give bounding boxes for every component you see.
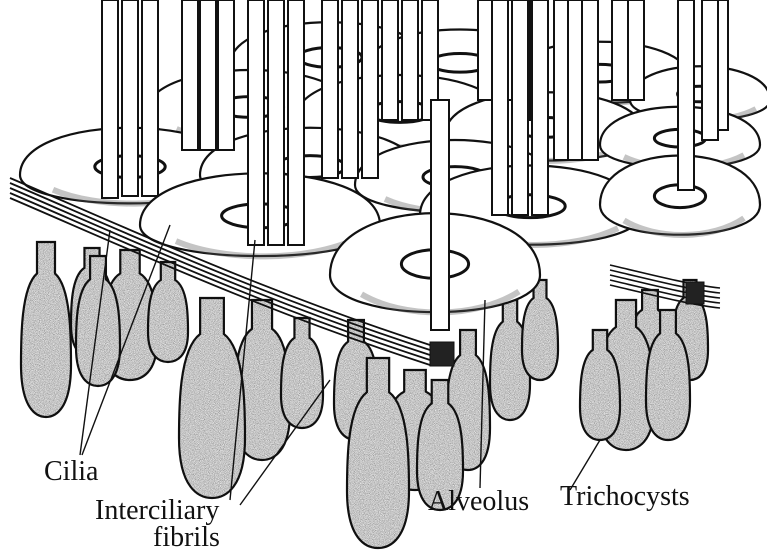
cilium-shaft: [702, 0, 718, 140]
cilium-shaft: [678, 0, 694, 190]
trichocyst-front-a: [21, 242, 71, 417]
cilium-11: [362, 0, 378, 178]
cilium-shaft: [200, 0, 216, 150]
cilium-5: [218, 0, 234, 150]
cilium-3: [182, 0, 198, 150]
cilium-shaft: [582, 0, 598, 160]
cilium-shaft: [532, 0, 548, 215]
cilium-shaft: [612, 0, 628, 100]
cilium-8: [288, 0, 304, 245]
cilium-shaft: [288, 0, 304, 245]
trichocyst-stipple: [281, 318, 323, 428]
cilium-30: [431, 100, 449, 330]
label-fibrils: fibrils: [153, 524, 220, 550]
cilium-shaft: [382, 0, 398, 120]
cilium-shaft: [122, 0, 138, 196]
label-trichocysts: Trichocysts: [560, 483, 690, 511]
trichocyst-stipple: [21, 242, 71, 417]
cilium-shaft: [218, 0, 234, 150]
cilium-10: [342, 0, 358, 178]
cilium-29: [532, 0, 548, 215]
cilium-27: [492, 0, 508, 215]
cilium-shaft: [102, 0, 118, 198]
cilium-7: [268, 0, 284, 245]
cilium-23: [628, 0, 644, 100]
cilium-shaft: [322, 0, 338, 178]
cilium-shaft: [142, 0, 158, 196]
cilium-shaft: [268, 0, 284, 245]
kinetosome-base: [430, 342, 454, 366]
cilium-shaft: [402, 0, 418, 120]
cilium-9: [322, 0, 338, 178]
cilium-shaft: [431, 100, 449, 330]
cilium-shaft: [182, 0, 198, 150]
trichocyst-back-1: [148, 262, 188, 362]
cilium-6: [248, 0, 264, 245]
label-cilia: Cilia: [44, 458, 98, 486]
cilium-shaft: [248, 0, 264, 245]
label-interciliary: Interciliary: [95, 497, 219, 525]
cilium-2: [142, 0, 158, 196]
cilium-28: [512, 0, 528, 215]
cilium-0: [102, 0, 118, 198]
cilium-shaft: [362, 0, 378, 178]
cilium-26: [702, 0, 718, 140]
cilium-shaft: [342, 0, 358, 178]
kinetosome-base-right: [686, 282, 704, 304]
trichocyst-back-3: [281, 318, 323, 428]
cilium-4: [200, 0, 216, 150]
cilium-22: [612, 0, 628, 100]
cilium-shaft: [512, 0, 528, 215]
label-alveolus: Alveolus: [428, 488, 529, 516]
cilium-13: [402, 0, 418, 120]
cilium-shaft: [628, 0, 644, 100]
cilium-shaft: [492, 0, 508, 215]
cilium-1: [122, 0, 138, 196]
cilium-21: [582, 0, 598, 160]
trichocyst-stipple: [148, 262, 188, 362]
cilium-12: [382, 0, 398, 120]
cilium-24: [678, 0, 694, 190]
